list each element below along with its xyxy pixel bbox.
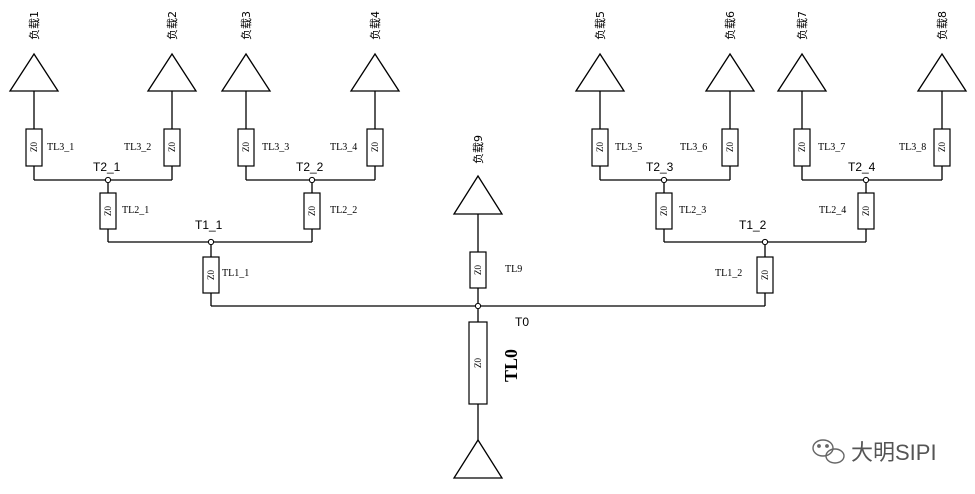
z0-label: Z0 [103, 206, 113, 216]
tl1-2-box [756, 256, 774, 294]
tl2-4-box [857, 192, 875, 230]
tl2-3-box [655, 192, 673, 230]
z0-labels: Z0 Z0 Z0 Z0 Z0 Z0 Z0 Z0 Z0 Z0 Z0 Z0 Z0 Z… [29, 142, 947, 368]
load-7-label: 负载7 [795, 11, 809, 40]
load-6-triangle [704, 52, 756, 92]
load-1-label: 负载1 [27, 11, 41, 40]
tl2-1-box [99, 192, 117, 230]
tl3-1-label: TL3_1 [47, 142, 74, 153]
tl3-6-box [721, 128, 739, 167]
t1-1-node [207, 238, 215, 246]
tl3-5-box [591, 128, 609, 167]
z0-label: Z0 [760, 270, 770, 280]
z0-label: Z0 [659, 206, 669, 216]
load-5-label: 负载5 [593, 11, 607, 40]
z0-label: Z0 [797, 142, 807, 152]
t0-node [474, 302, 482, 310]
load-triangles [8, 52, 968, 479]
z0-label: Z0 [370, 142, 380, 152]
wires [33, 91, 943, 440]
load-4-triangle [349, 52, 401, 92]
wechat-icon [812, 439, 845, 464]
t1-2-label: T1_2 [739, 218, 767, 232]
t2-1-node [104, 176, 112, 184]
tl9-label: TL9 [505, 264, 522, 275]
z0-label: Z0 [29, 142, 39, 152]
tl1-1-label: TL1_1 [222, 268, 249, 279]
tl2-1-label: TL2_1 [122, 205, 149, 216]
tl3-3-label: TL3_3 [262, 142, 289, 153]
tl3-3-box [237, 128, 255, 167]
load-labels: 负载1 负载2 负载3 负载4 负载5 负载6 负载7 负载8 负载9 [27, 11, 949, 164]
load-2-triangle [146, 52, 198, 92]
tl3-7-box [793, 128, 811, 167]
t2-3-label: T2_3 [646, 160, 674, 174]
load-4-label: 负载4 [368, 11, 382, 40]
t2-4-label: T2_4 [848, 160, 876, 174]
source-triangle [452, 438, 504, 479]
t2-2-node [308, 176, 316, 184]
z0-label: Z0 [241, 142, 251, 152]
tl1-1-box [202, 256, 220, 294]
t2-3-node [660, 176, 668, 184]
t0-label: T0 [515, 315, 529, 329]
load-9-triangle [452, 174, 504, 215]
tl3-8-label: TL3_8 [899, 142, 926, 153]
tl0-box [468, 321, 488, 405]
tl3-8-box [933, 128, 951, 167]
junction-nodes [104, 176, 870, 310]
tl3-5-label: TL3_5 [615, 142, 642, 153]
t2-4-node [862, 176, 870, 184]
z0-label: Z0 [307, 206, 317, 216]
watermark-text: 大明SIPI [851, 440, 937, 465]
tl3-6-label: TL3_6 [680, 142, 707, 153]
load-9-label: 负载9 [471, 135, 485, 164]
tl3-7-label: TL3_7 [818, 142, 845, 153]
load-3-label: 负载3 [239, 11, 253, 40]
tl2-2-box [303, 192, 321, 230]
tl3-2-label: TL3_2 [124, 142, 151, 153]
tl9-box [469, 251, 487, 289]
load-1-triangle [8, 52, 60, 92]
load-8-triangle [916, 52, 968, 92]
load-3-triangle [220, 52, 272, 92]
z0-label: Z0 [473, 358, 483, 368]
tl0-label: TL0 [501, 349, 521, 382]
load-7-triangle [776, 52, 828, 92]
tl2-3-label: TL2_3 [679, 205, 706, 216]
line-labels: TL3_1 TL3_2 TL3_3 TL3_4 TL3_5 TL3_6 TL3_… [47, 142, 926, 382]
z0-label: Z0 [473, 265, 483, 275]
load-5-triangle [574, 52, 626, 92]
z0-label: Z0 [937, 142, 947, 152]
z0-label: Z0 [206, 270, 216, 280]
z0-label: Z0 [861, 206, 871, 216]
tl3-4-box [366, 128, 384, 167]
tl1-2-label: TL1_2 [715, 268, 742, 279]
load-2-label: 负载2 [165, 11, 179, 40]
z0-label: Z0 [725, 142, 735, 152]
tl3-4-label: TL3_4 [330, 142, 357, 153]
tl3-1-box [25, 128, 43, 167]
watermark: 大明SIPI [812, 439, 937, 465]
tl2-2-label: TL2_2 [330, 205, 357, 216]
z0-label: Z0 [167, 142, 177, 152]
load-8-label: 负载8 [935, 11, 949, 40]
node-labels: T2_1 T2_2 T2_3 T2_4 T1_1 T1_2 T0 [93, 160, 876, 329]
t2-2-label: T2_2 [296, 160, 324, 174]
tl3-2-box [163, 128, 181, 167]
tl2-4-label: TL2_4 [819, 205, 846, 216]
t2-1-label: T2_1 [93, 160, 121, 174]
load-6-label: 负载6 [723, 11, 737, 40]
z0-label: Z0 [595, 142, 605, 152]
t1-1-label: T1_1 [195, 218, 223, 232]
t1-2-node [761, 238, 769, 246]
impedance-boxes [25, 128, 951, 405]
